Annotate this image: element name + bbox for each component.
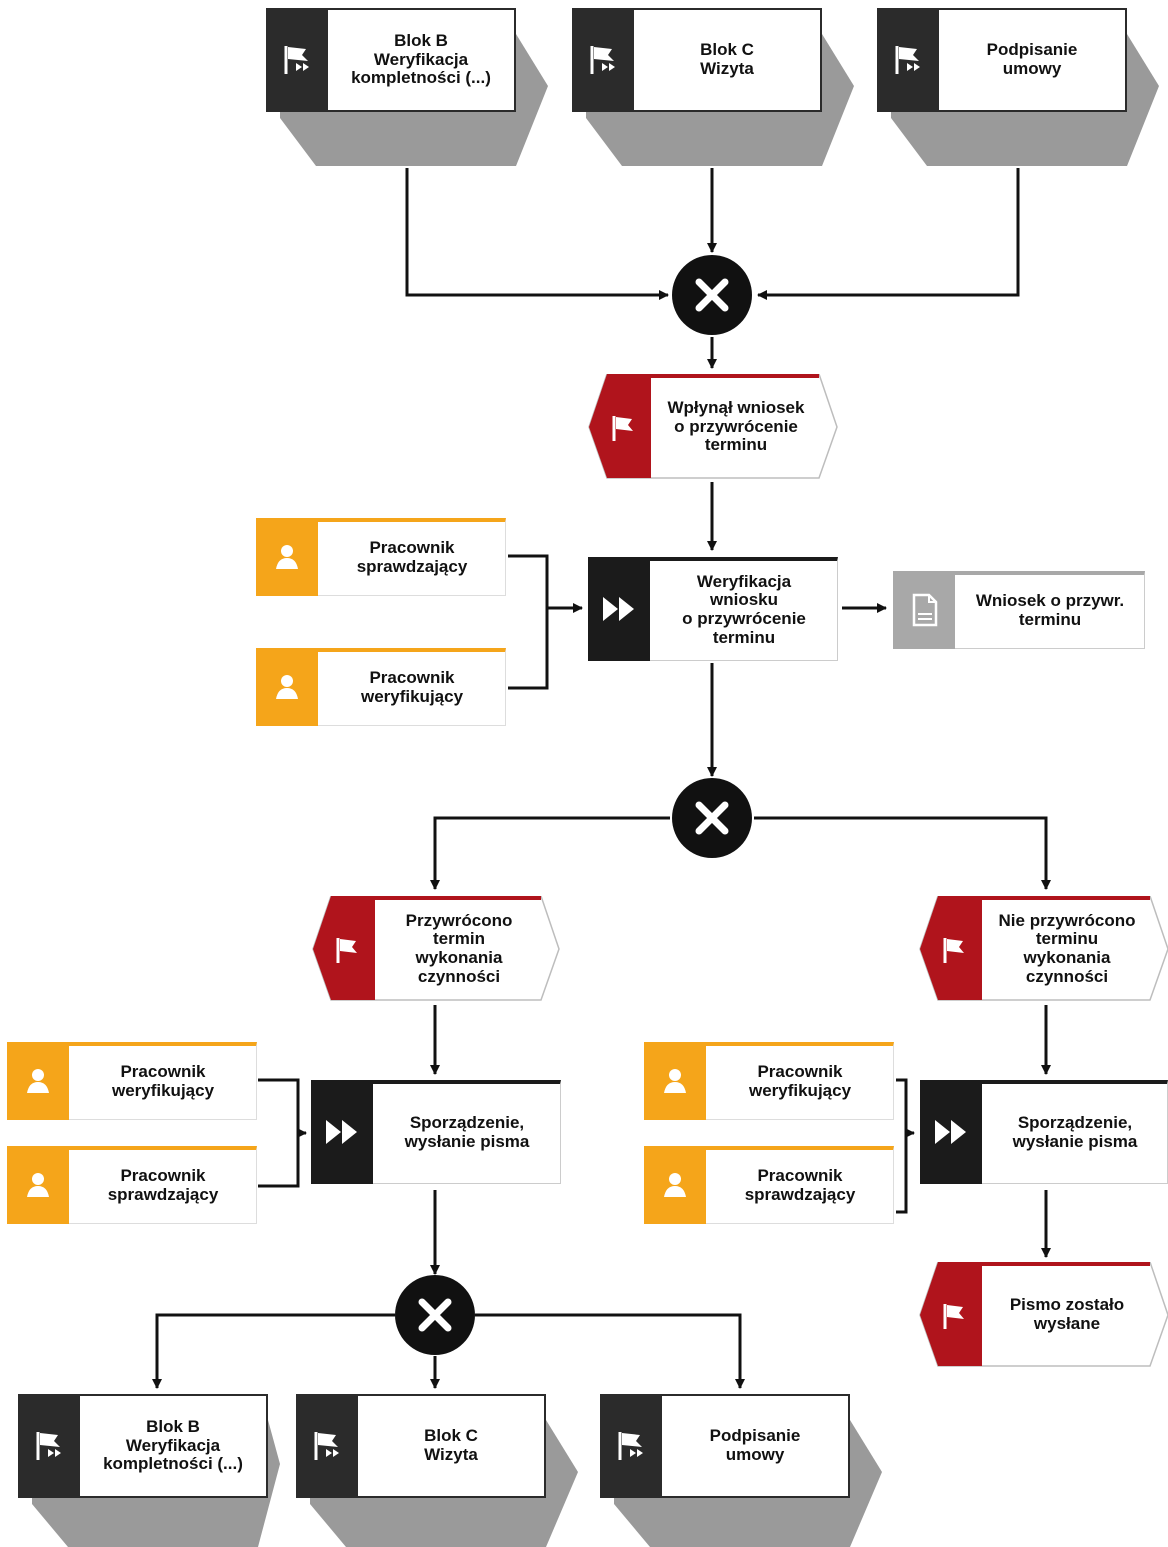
- role-label: Pracownik sprawdzający: [744, 1166, 856, 1204]
- connector-gateway3-left: [152, 1313, 395, 1389]
- flag-forward-icon: [887, 38, 931, 82]
- process-blok-c-top[interactable]: Blok C Wizyta: [572, 8, 856, 168]
- fast-forward-icon: [930, 1112, 972, 1152]
- process-podpisanie-top[interactable]: Podpisanie umowy: [877, 8, 1161, 168]
- document-wniosek[interactable]: Wniosek o przywr. terminu: [893, 571, 1145, 649]
- process-shape: [296, 1394, 578, 1547]
- gateway-3: [395, 1275, 475, 1355]
- person-icon: [268, 538, 306, 576]
- task-label: Weryfikacja wniosku o przywrócenie termi…: [682, 571, 806, 647]
- process-blok-b-top[interactable]: Blok B Weryfikacja kompletności (...): [266, 8, 550, 168]
- x-icon: [695, 278, 729, 312]
- event-nie-przywrocono[interactable]: Nie przywrócono terminu wykonania czynno…: [918, 896, 1168, 1002]
- flag-icon: [934, 1296, 974, 1336]
- person-icon: [268, 668, 306, 706]
- flag-icon: [934, 930, 974, 970]
- flag-forward-icon: [610, 1424, 654, 1468]
- role-sprawdzajacy-1[interactable]: Pracownik sprawdzający: [256, 518, 506, 596]
- connector-roles-task: [508, 554, 549, 690]
- event-label: Przywrócono termin wykonania czynności: [405, 910, 513, 986]
- document-icon: [907, 589, 943, 631]
- event-pismo-wyslane[interactable]: Pismo zostało wysłane: [918, 1262, 1168, 1368]
- role-label: Pracownik weryfikujący: [360, 668, 464, 706]
- role-sprawdzajacy-right[interactable]: Pracownik sprawdzający: [644, 1146, 894, 1224]
- event-label: Wpłynął wniosek o przywrócenie terminu: [667, 397, 805, 455]
- document-label: Wniosek o przywr. terminu: [975, 591, 1125, 629]
- person-icon: [19, 1166, 57, 1204]
- connector-gateway2-right: [754, 816, 1051, 890]
- role-weryfikujacy-right[interactable]: Pracownik weryfikujący: [644, 1042, 894, 1120]
- flag-forward-icon: [28, 1424, 72, 1468]
- process-blok-c-bottom[interactable]: Blok C Wizyta: [296, 1394, 580, 1547]
- flag-forward-icon: [306, 1424, 350, 1468]
- role-weryfikujacy-left[interactable]: Pracownik weryfikujący: [7, 1042, 257, 1120]
- process-shape: [600, 1394, 882, 1547]
- fast-forward-icon: [321, 1112, 363, 1152]
- connector-gateway3-right: [475, 1313, 745, 1389]
- connector-right-roles-task: [896, 1078, 908, 1214]
- task-sporzadzenie-left[interactable]: Sporządzenie, wysłanie pisma: [311, 1080, 561, 1184]
- connector-left-roles-task: [258, 1078, 300, 1188]
- connector-podpisanie-gateway1: [757, 168, 1020, 300]
- role-sprawdzajacy-left[interactable]: Pracownik sprawdzający: [7, 1146, 257, 1224]
- process-label: Podpisanie umowy: [709, 1426, 801, 1464]
- process-label: Podpisanie umowy: [986, 40, 1078, 78]
- flag-forward-icon: [276, 38, 320, 82]
- event-przywrocono[interactable]: Przywrócono termin wykonania czynności: [311, 896, 561, 1002]
- connector-blokb-gateway1: [405, 168, 669, 300]
- event-label: Pismo zostało wysłane: [1009, 1295, 1125, 1333]
- event-shape: [919, 1262, 1168, 1367]
- connector-gateway2-left: [430, 816, 670, 890]
- role-label: Pracownik sprawdzający: [356, 538, 468, 576]
- task-weryfikacja-wniosku[interactable]: Weryfikacja wniosku o przywrócenie termi…: [588, 557, 838, 661]
- event-label: Nie przywrócono terminu wykonania czynno…: [998, 910, 1136, 986]
- role-weryfikujacy-1[interactable]: Pracownik weryfikujący: [256, 648, 506, 726]
- role-label: Pracownik weryfikujący: [748, 1062, 852, 1100]
- flag-icon: [603, 408, 643, 448]
- process-shape: [877, 8, 1159, 166]
- person-icon: [656, 1166, 694, 1204]
- person-icon: [19, 1062, 57, 1100]
- process-shape: [18, 1394, 280, 1547]
- task-label: Sporządzenie, wysłanie pisma: [404, 1113, 530, 1151]
- flag-icon: [327, 930, 367, 970]
- process-shape: [266, 8, 548, 166]
- gateway-1: [672, 255, 752, 335]
- event-wplynal-wniosek[interactable]: Wpłynął wniosek o przywrócenie terminu: [587, 374, 839, 480]
- process-blok-b-bottom[interactable]: Blok B Weryfikacja kompletności (...): [18, 1394, 282, 1547]
- event-shape: [312, 896, 560, 1001]
- process-label: Blok C Wizyta: [424, 1426, 478, 1464]
- task-label: Sporządzenie, wysłanie pisma: [1012, 1113, 1138, 1151]
- process-label: Blok B Weryfikacja kompletności (...): [103, 1416, 243, 1474]
- gateway-2: [672, 778, 752, 858]
- process-label: Blok C Wizyta: [700, 40, 754, 78]
- x-icon: [418, 1298, 452, 1332]
- x-icon: [695, 801, 729, 835]
- process-podpisanie-bottom[interactable]: Podpisanie umowy: [600, 1394, 884, 1547]
- person-icon: [656, 1062, 694, 1100]
- process-label: Blok B Weryfikacja kompletności (...): [351, 30, 491, 88]
- process-shape: [572, 8, 854, 166]
- flag-forward-icon: [582, 38, 626, 82]
- task-sporzadzenie-right[interactable]: Sporządzenie, wysłanie pisma: [920, 1080, 1168, 1184]
- fast-forward-icon: [598, 589, 640, 629]
- role-label: Pracownik weryfikujący: [111, 1062, 215, 1100]
- role-label: Pracownik sprawdzający: [107, 1166, 219, 1204]
